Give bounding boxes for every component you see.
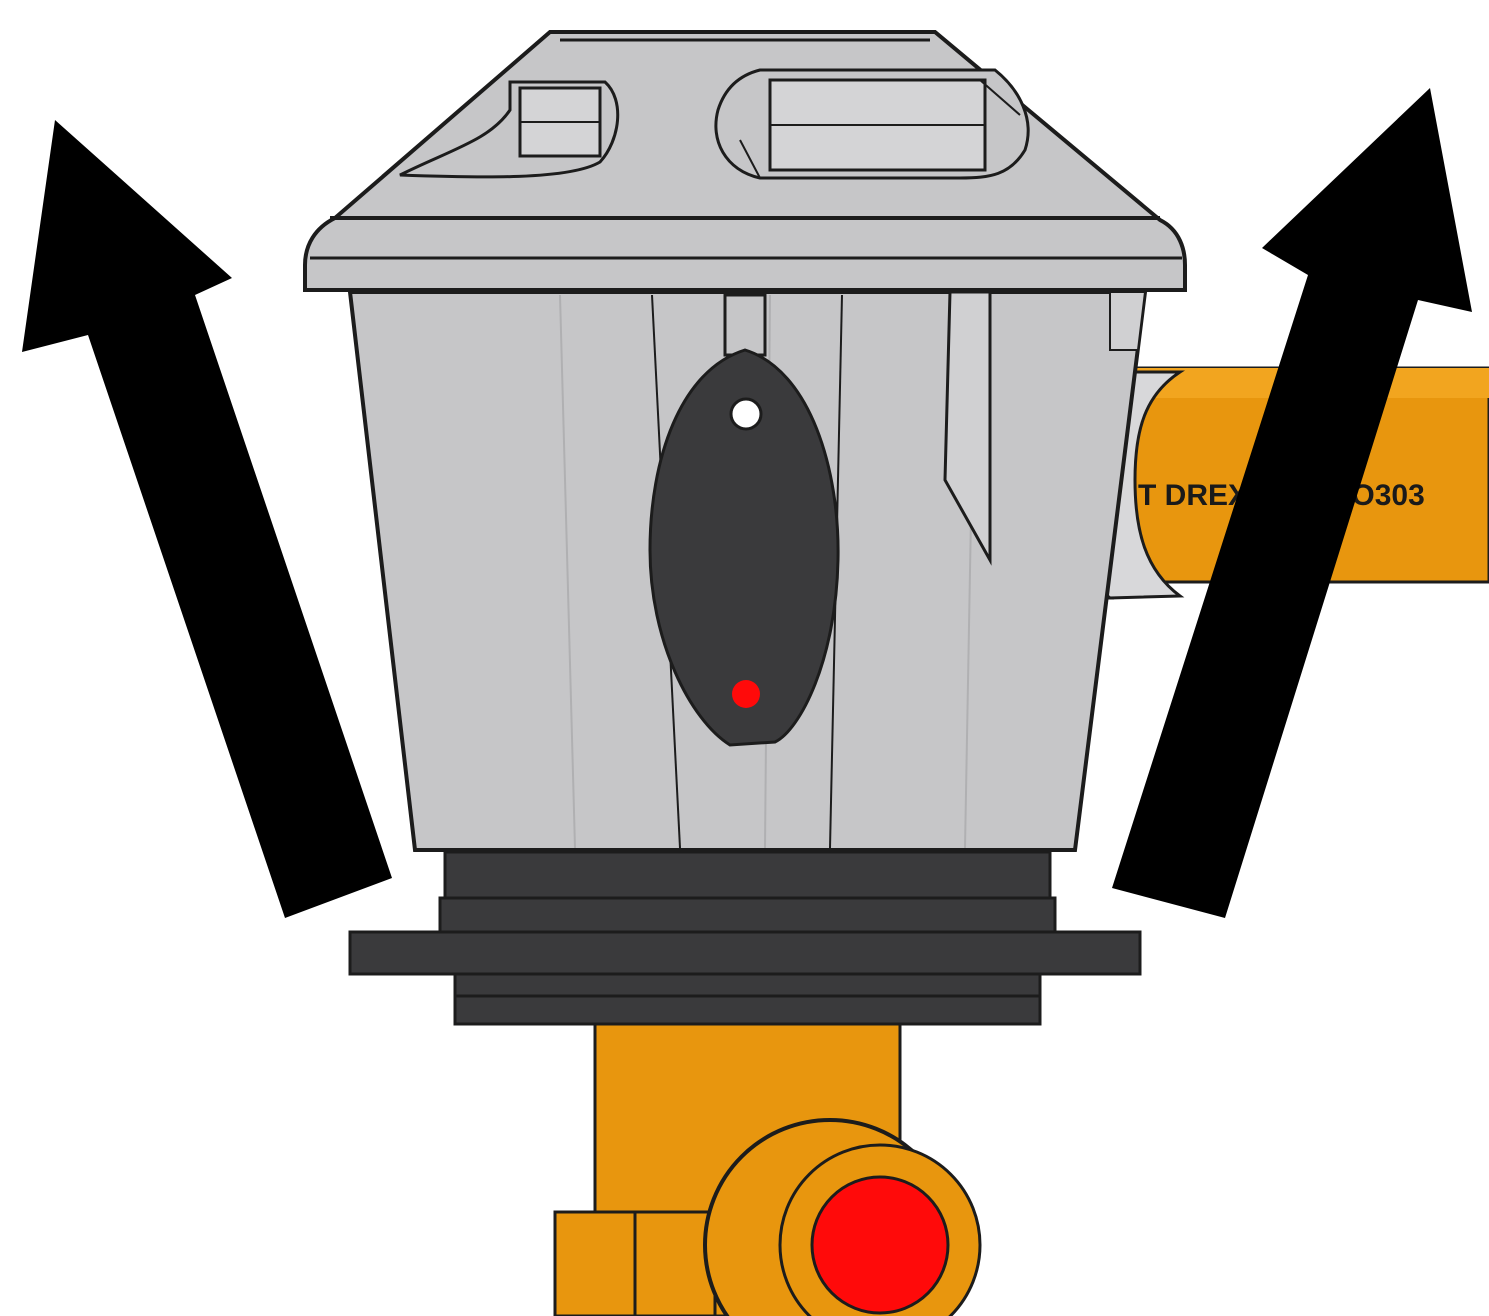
regulator-cap <box>305 32 1185 290</box>
orange-valve <box>555 1024 980 1316</box>
red-knob-icon <box>812 1177 948 1313</box>
regulator-base <box>350 852 1140 1024</box>
red-dot-icon <box>732 680 760 708</box>
